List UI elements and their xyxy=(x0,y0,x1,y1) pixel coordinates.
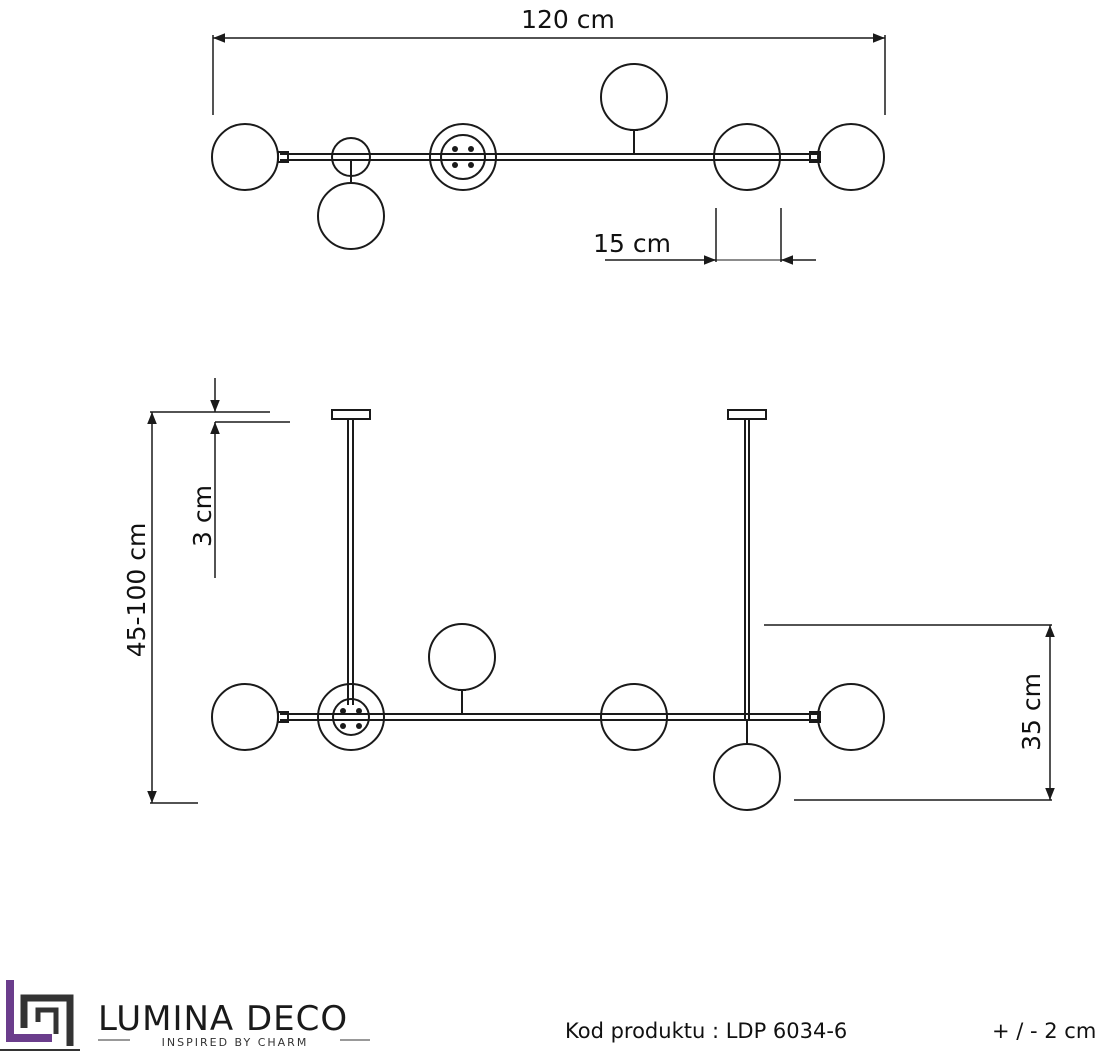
top-view xyxy=(211,33,886,265)
spacing-label: 15 cm xyxy=(593,229,671,258)
height-range-label: 45-100 cm xyxy=(122,523,151,658)
canopy-height-label: 3 cm xyxy=(188,485,217,547)
width-label: 120 cm xyxy=(521,5,615,34)
drop-label: 35 cm xyxy=(1017,673,1046,751)
logo-mark-icon xyxy=(0,980,80,1051)
brand-logo: LUMINA DECO INSPIRED BY CHARM xyxy=(0,980,370,1051)
product-code: Kod produktu : LDP 6034-6 xyxy=(565,1019,847,1043)
tolerance-note: + / - 2 cm xyxy=(992,1019,1096,1043)
brand-name: LUMINA DECO xyxy=(98,999,348,1039)
side-view xyxy=(147,378,1055,811)
brand-tagline: INSPIRED BY CHARM xyxy=(162,1036,309,1049)
